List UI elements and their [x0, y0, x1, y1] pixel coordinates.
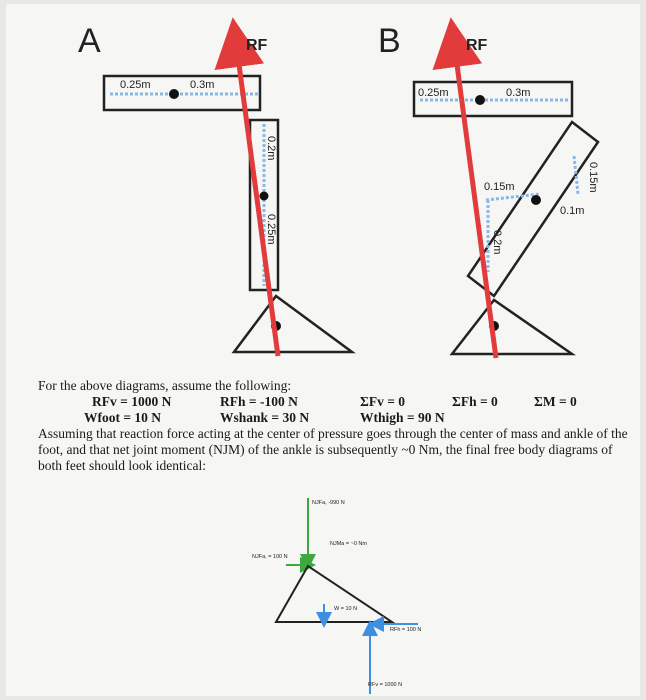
diagram-b-shank-dotted-line-top — [485, 192, 541, 202]
fbd-foot-weight-label: W = 10 N — [334, 606, 357, 612]
fbd-njm-label: NJMa = ~0 Nm — [330, 541, 367, 547]
diagram-a-shank-top-label: 0.2m — [265, 136, 277, 160]
w-foot-given: Wfoot = 10 N — [84, 410, 162, 425]
diagram-b-shank-segment — [466, 120, 600, 298]
diagram-b-shank-com — [531, 195, 541, 205]
diagram-b-thigh-right-label: 0.3m — [506, 87, 530, 99]
diagram-a-label: A — [78, 22, 101, 60]
rfv-given: RFv = 1000 N — [92, 394, 172, 409]
diagram-b-thigh-left-label: 0.25m — [418, 87, 449, 99]
diagram-b-reaction-force-arrow — [432, 17, 499, 359]
fbd-njf-vertical-label: NJFa, -990 N — [312, 500, 345, 506]
assumption-paragraph: Assuming that reaction force acting at t… — [38, 426, 628, 473]
diagram-b-thigh-com — [475, 95, 485, 105]
diagram-b-shank-top-label: 0.15m — [484, 181, 515, 193]
free-body-diagrams: A 0.25m 0.3m 0.2m 0.25m RF B 0.25m 0.3m … — [78, 17, 600, 694]
diagram-a-thigh-left-label: 0.25m — [120, 79, 151, 91]
w-shank-given: Wshank = 30 N — [220, 410, 310, 425]
diagram-b-force-label: RF — [466, 37, 488, 54]
diagram-b-shank-right-label: 0.1m — [560, 205, 584, 217]
diagram-a-thigh-com — [169, 89, 179, 99]
worksheet-page: A 0.25m 0.3m 0.2m 0.25m RF B 0.25m 0.3m … — [6, 4, 640, 696]
intro-text: For the above diagrams, assume the follo… — [38, 378, 292, 393]
sum-m-given: ΣM = 0 — [534, 394, 577, 409]
sum-fv-given: ΣFv = 0 — [360, 394, 406, 409]
diagram-a-thigh-right-label: 0.3m — [190, 79, 214, 91]
diagram-b-foot-segment — [449, 298, 577, 356]
diagram-b-foot-vertical-label: 0.2m — [491, 230, 503, 254]
diagram-a-shank-bottom-label: 0.25m — [265, 214, 277, 245]
diagram-a-foot-segment — [231, 294, 356, 354]
diagram-a-force-label: RF — [246, 37, 268, 54]
fbd-foot-segment — [274, 564, 396, 623]
diagram-b-shank-side-label: 0.15m — [587, 162, 599, 193]
diagram-a-reaction-force-arrow — [214, 17, 281, 357]
fbd-njf-horizontal-label: NJFa, = 100 N — [252, 554, 288, 560]
diagram-b-label: B — [378, 22, 401, 60]
sum-fh-given: ΣFh = 0 — [452, 394, 498, 409]
diagram-a-shank-com — [259, 191, 269, 201]
fbd-rfv-label: RFv = 1000 N — [368, 682, 402, 688]
fbd-rfh-label: RFh = 100 N — [390, 627, 421, 633]
w-thigh-given: Wthigh = 90 N — [360, 410, 445, 425]
diagram-b-shank-dotted-line-side — [572, 155, 580, 195]
rfh-given: RFh = -100 N — [220, 394, 298, 409]
